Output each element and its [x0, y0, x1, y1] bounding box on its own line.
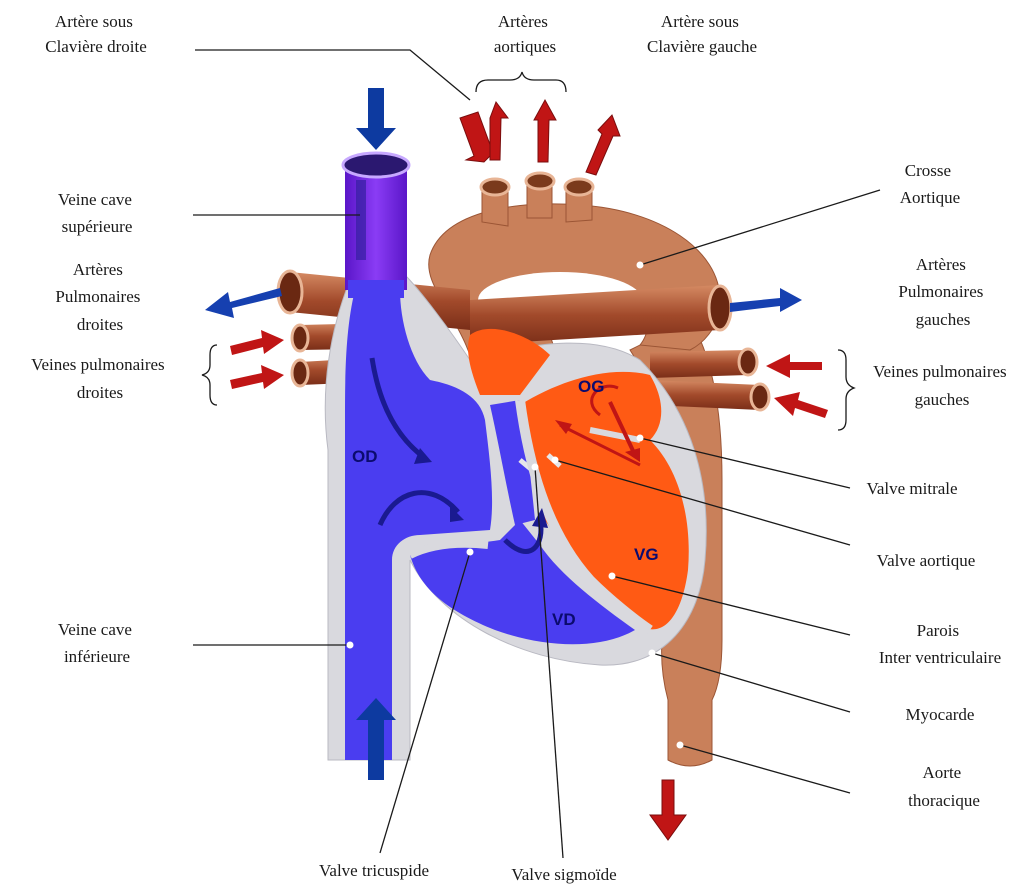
- label-aorte-thoracique: Aorte thoracique: [908, 763, 980, 810]
- label-valve-sigmoide: Valve sigmoïde: [511, 865, 616, 884]
- label-arteres-pulmonaires-droites: Artères Pulmonaires droites: [55, 260, 144, 334]
- label-artere-sous-claviere-droite: Artère sous Clavière droite: [45, 12, 147, 56]
- label-valve-tricuspide: Valve tricuspide: [319, 861, 429, 880]
- label-vg: VG: [634, 545, 659, 564]
- aorta-out-arrow-4: [586, 115, 620, 175]
- vein-right-in-1: [230, 330, 284, 355]
- vein-right-in-2: [230, 365, 284, 389]
- aorta-down-arrow: [650, 780, 686, 840]
- label-myocarde: Myocarde: [906, 705, 975, 724]
- label-artere-sous-claviere-gauche: Artère sous Clavière gauche: [647, 12, 757, 56]
- vein-left-in-2: [774, 392, 828, 418]
- label-veine-cave-inferieure: Veine cave inférieure: [58, 620, 136, 666]
- svc-in-arrow: [356, 88, 396, 150]
- superior-vena-cava: [343, 153, 409, 298]
- label-crosse-aortique: Crosse Aortique: [900, 161, 960, 207]
- label-veine-cave-superieure: Veine cave supérieure: [58, 190, 136, 236]
- label-arteres-aortiques: Artères aortiques: [494, 12, 556, 56]
- label-valve-aortique: Valve aortique: [877, 551, 976, 570]
- aorta-out-arrow-2: [490, 102, 508, 160]
- label-veines-pulmonaires-droites: Veines pulmonaires droites: [31, 355, 169, 402]
- label-arteres-pulmonaires-gauches: Artères Pulmonaires gauches: [898, 255, 987, 329]
- label-vd: VD: [552, 610, 576, 629]
- label-valve-mitrale: Valve mitrale: [866, 479, 957, 498]
- label-od: OD: [352, 447, 378, 466]
- pulm-left-out-arrow: [730, 288, 802, 312]
- label-veines-pulmonaires-gauches: Veines pulmonaires gauches: [873, 362, 1011, 409]
- aorta-out-arrow-3: [534, 100, 556, 162]
- pulm-right-out-arrow: [205, 288, 282, 318]
- label-og: OG: [578, 377, 604, 396]
- label-parois-inter-ventriculaire: Parois Inter ventriculaire: [879, 621, 1001, 667]
- vein-left-in-1: [766, 354, 822, 378]
